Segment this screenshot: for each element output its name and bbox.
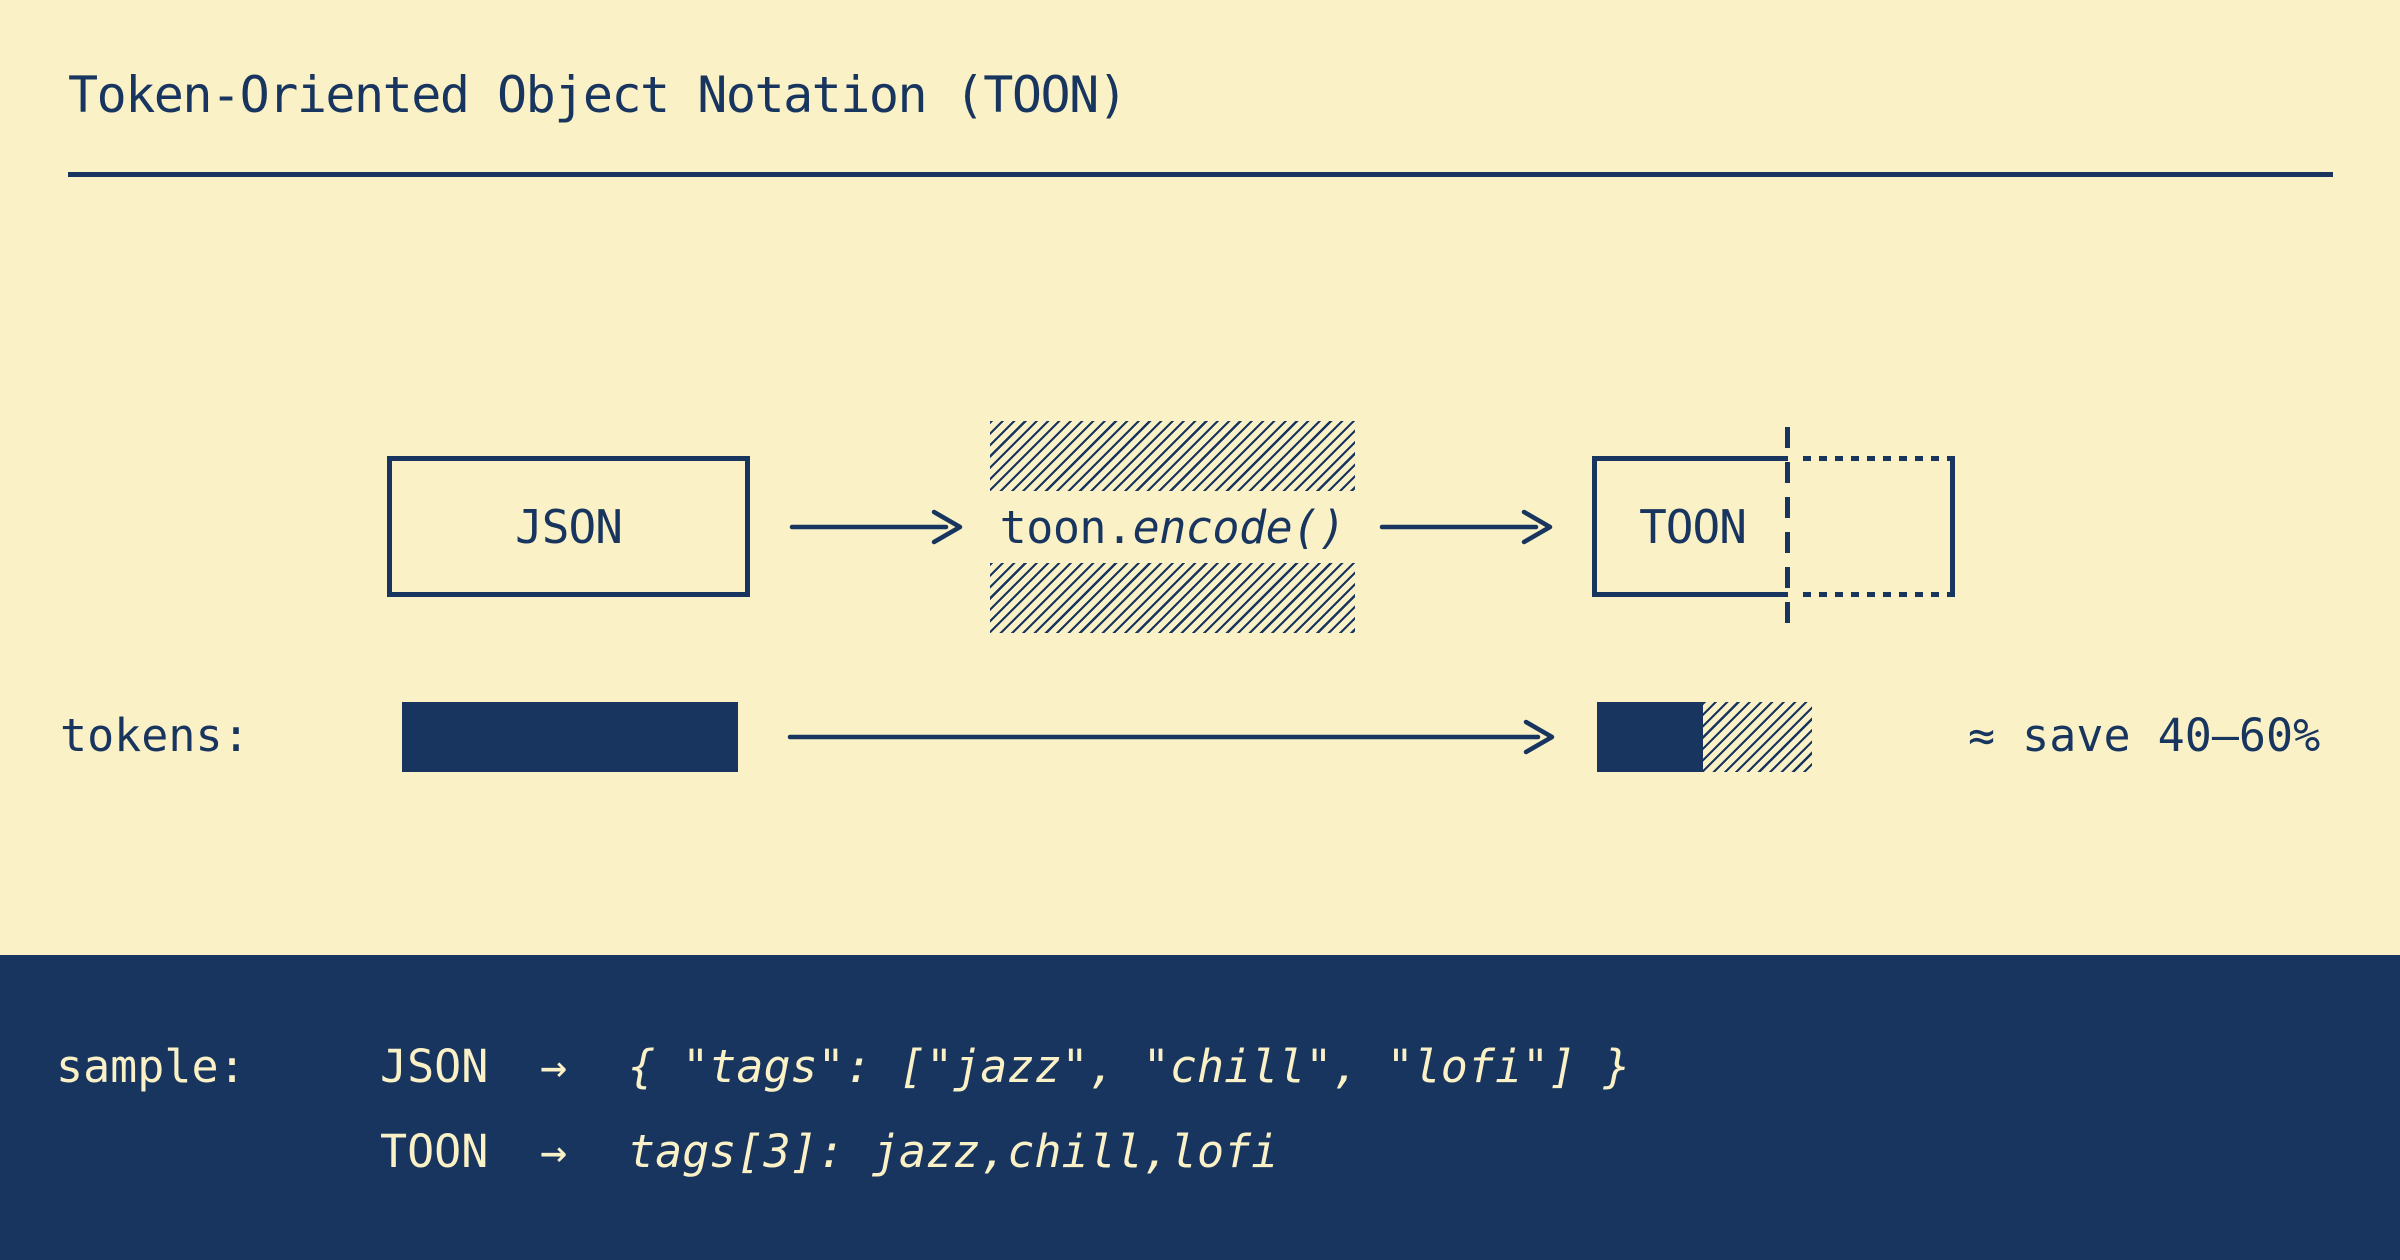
hatch-band-top	[990, 421, 1355, 491]
arrow-right-glyph: →	[540, 1040, 568, 1093]
solid-edge-right	[1950, 456, 1955, 597]
tokens-bar-json	[402, 702, 738, 772]
token-savings-note: ≈ save 40–60%	[1968, 709, 2321, 762]
tokens-bar-saved-hatch	[1703, 702, 1812, 772]
json-box-label: JSON	[515, 499, 623, 554]
arrow-right-icon	[789, 509, 963, 545]
sample-row-label: sample:	[56, 1040, 246, 1093]
toon-box-solid: TOON	[1592, 456, 1788, 597]
sample-code-toon: tags[3]: jazz,chill,lofi	[628, 1125, 1279, 1178]
page-title: Token-Oriented Object Notation (TOON)	[68, 66, 1128, 124]
sample-row-toon: TOON → tags[3]: jazz,chill,lofi	[0, 1125, 2400, 1181]
encoder-block: toon.encode()	[990, 421, 1355, 633]
sample-panel: sample: JSON → { "tags": ["jazz", "chill…	[0, 955, 2400, 1260]
tokens-bar-toon	[1597, 702, 1703, 772]
toon-box-dashed-divider	[1785, 427, 1790, 627]
dotted-edge-top	[1803, 456, 1951, 461]
sample-format-label: TOON	[380, 1125, 489, 1178]
sample-row-json: JSON → { "tags": ["jazz", "chill", "lofi…	[0, 1040, 2400, 1096]
toon-box-label: TOON	[1639, 499, 1747, 554]
title-divider	[68, 172, 2333, 177]
encoder-label: toon.encode()	[990, 491, 1355, 563]
arrow-right-icon	[1379, 509, 1553, 545]
toon-box-saved-outline	[1803, 456, 1955, 597]
json-input-box: JSON	[387, 456, 750, 597]
sample-code-json: { "tags": ["jazz", "chill", "lofi"] }	[628, 1040, 1631, 1093]
tokens-row-label: tokens:	[60, 709, 250, 762]
arrow-right-glyph: →	[540, 1125, 568, 1178]
toon-output-box: TOON	[1592, 427, 1955, 627]
hatch-band-bottom	[990, 563, 1355, 633]
encoder-label-call: encode()	[1132, 500, 1346, 554]
long-arrow-right-icon	[787, 719, 1555, 755]
sample-format-label: JSON	[380, 1040, 489, 1093]
dotted-edge-bottom	[1803, 592, 1951, 597]
encoder-label-prefix: toon.	[999, 500, 1133, 554]
